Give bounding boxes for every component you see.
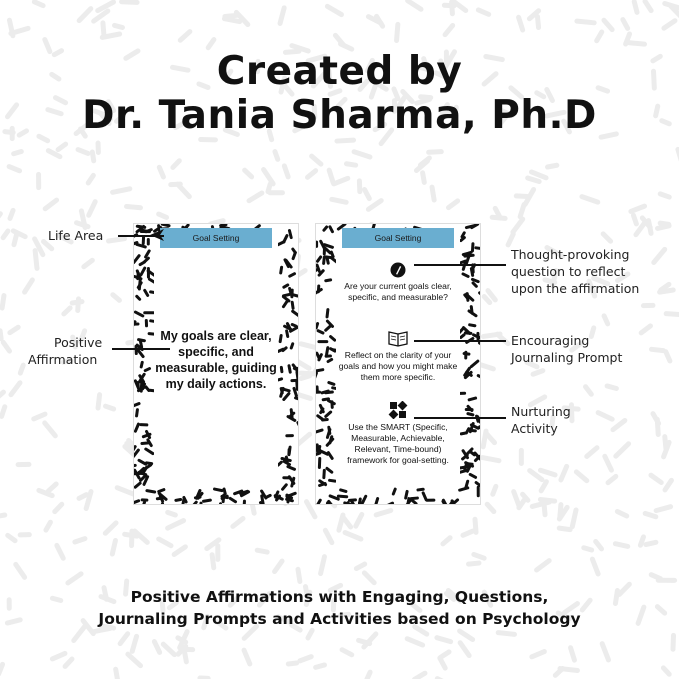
heading-line-1: Created by <box>216 49 463 94</box>
pencil-icon <box>390 262 406 278</box>
life-area-tag: Goal Setting <box>342 228 454 248</box>
callout-journaling-2: Journaling Prompt <box>511 350 623 365</box>
callout-line-question <box>414 264 506 266</box>
arrow-icon <box>150 229 164 241</box>
affirmation-text: My goals are clear, specific, and measur… <box>155 329 277 391</box>
card-body <box>154 234 278 486</box>
footer-line-2: Journaling Prompts and Activities based … <box>98 610 581 628</box>
affirmation-card-back: Goal Setting Are your current goals clea… <box>315 223 481 505</box>
callout-line-journaling <box>414 340 506 342</box>
callout-journaling-1: Encouraging <box>511 333 590 348</box>
callout-positive: Positive <box>54 335 103 350</box>
callout-activity-2: Activity <box>511 421 558 436</box>
callout-line-affirmation <box>112 348 170 350</box>
callout-question-1: Thought-provoking <box>511 247 630 262</box>
journaling-prompt: Reflect on the clarity of your goals and… <box>338 350 458 382</box>
nurturing-activity: Use the SMART (Specific, Measurable, Ach… <box>347 422 449 465</box>
reflection-question: Are your current goals clear, specific, … <box>344 281 452 302</box>
callout-activity-1: Nurturing <box>511 404 571 419</box>
life-area-tag: Goal Setting <box>160 228 272 248</box>
puzzle-icon <box>388 401 408 419</box>
callout-question-2: question to reflect <box>511 264 626 279</box>
heading-line-2: Dr. Tania Sharma, Ph.D <box>82 93 597 138</box>
callout-question-3: upon the affirmation <box>511 281 640 296</box>
callout-life-area: Life Area <box>48 228 104 243</box>
open-book-icon <box>388 331 408 347</box>
footer-line-1: Positive Affirmations with Engaging, Que… <box>130 588 549 606</box>
callout-affirmation: Affirmation <box>28 352 98 367</box>
callout-line-activity <box>414 417 506 419</box>
callout-line-life-area <box>118 235 164 237</box>
affirmation-card-front: Goal Setting My goals are clear, specifi… <box>133 223 299 505</box>
